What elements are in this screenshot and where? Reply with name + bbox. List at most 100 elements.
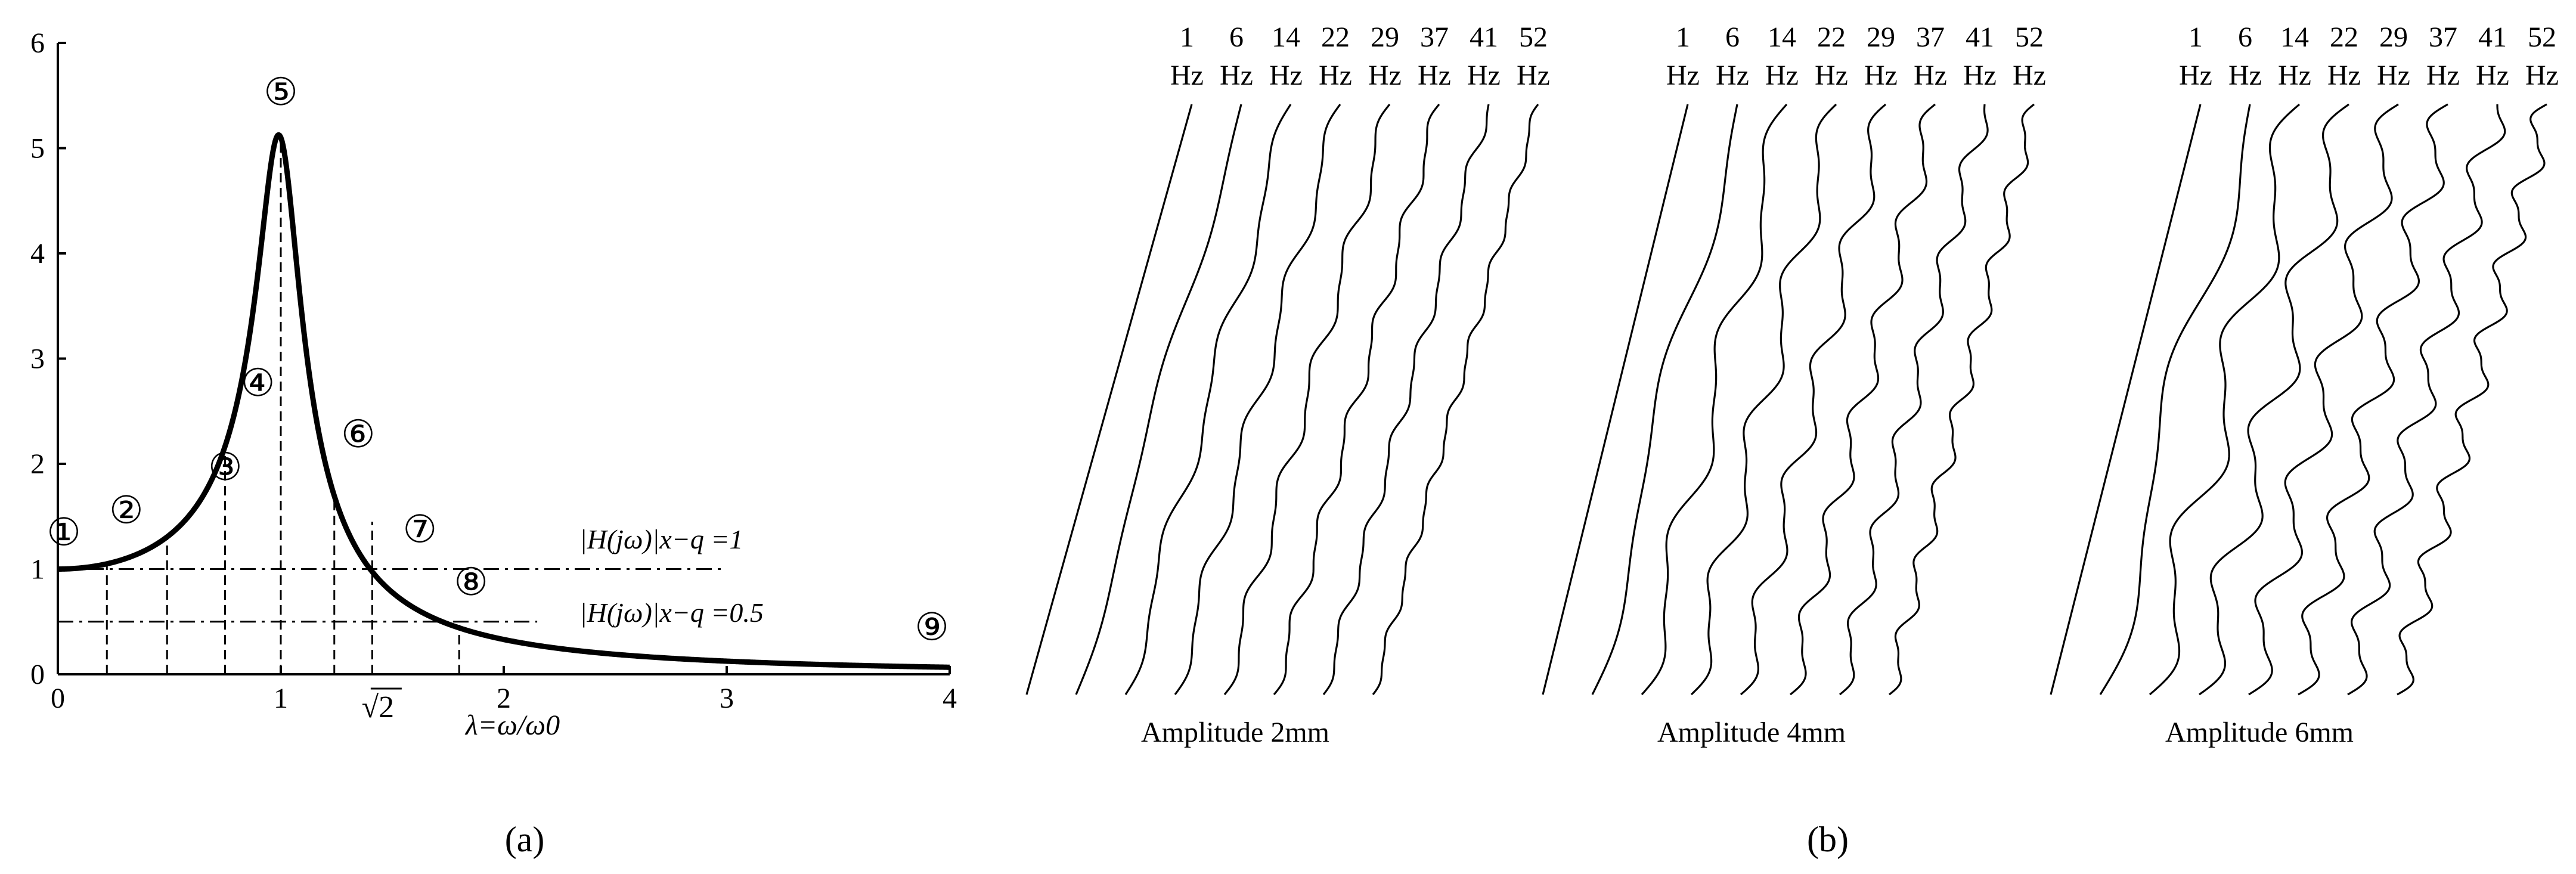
frequency-unit-label: Hz — [1815, 60, 1848, 91]
panel-a-reference-lines — [58, 568, 727, 623]
waveform-trace — [1690, 103, 1837, 696]
marker-label: ⑧ — [454, 561, 488, 603]
y-tick-label: 6 — [30, 27, 45, 59]
waveform-group-amplitude-4mm: 1Hz6Hz14Hz22Hz29Hz37Hz41Hz52HzAmplitude … — [1542, 21, 2046, 748]
frequency-unit-label: Hz — [2525, 60, 2559, 91]
sqrt2-tick-label: √2 — [362, 690, 395, 724]
frequency-value-label: 41 — [1966, 21, 1994, 53]
frequency-unit-label: Hz — [2476, 60, 2509, 91]
frequency-unit-label: Hz — [2327, 60, 2361, 91]
frequency-unit-label: Hz — [1220, 60, 1253, 91]
waveform-trace — [1542, 104, 1689, 695]
waveform-trace — [2248, 103, 2399, 696]
x-tick-label: 1 — [274, 683, 288, 714]
waveform-trace — [1322, 104, 1490, 695]
x-tick-label: 0 — [51, 683, 65, 714]
frequency-value-label: 1 — [1676, 21, 1690, 53]
amplitude-response-curve — [56, 132, 951, 670]
frequency-unit-label: Hz — [1170, 60, 1204, 91]
panel-a-frequency-response: 0 1 2 3 4 5 6 0 1 2 3 4 √2 ①② ③ ④ ⑤ ⑥ ⑦⑧ ⑨ |H(jω)|x−q =1 |… — [30, 27, 957, 859]
reference-label-0-5: |H(jω)|x−q =0.5 — [579, 597, 764, 628]
frequency-value-label: 37 — [1420, 21, 1449, 53]
panel-a-label: (a) — [505, 820, 545, 859]
frequency-value-label: 14 — [1768, 21, 1796, 53]
frequency-unit-label: Hz — [1914, 60, 1947, 91]
x-tick-label: 2 — [497, 683, 511, 714]
reference-label-1: |H(jω)|x−q =1 — [579, 524, 743, 554]
marker-label: ① — [47, 512, 80, 554]
waveform-trace — [2397, 103, 2547, 696]
waveform-trace — [1789, 103, 1936, 696]
marker-label: ③ — [208, 446, 242, 488]
frequency-value-label: 52 — [2528, 21, 2556, 53]
waveform-trace — [1372, 104, 1539, 695]
frequency-unit-label: Hz — [1666, 60, 1700, 91]
y-tick-label: 3 — [30, 343, 45, 375]
amplitude-group-label: Amplitude 2mm — [1141, 717, 1329, 748]
waveform-trace — [2298, 103, 2448, 696]
x-tick-label: 3 — [720, 683, 734, 714]
waveform-trace — [1740, 103, 1887, 696]
marker-label: ⑨ — [915, 606, 948, 649]
marker-label: ⑤ — [264, 71, 297, 113]
frequency-value-label: 14 — [2280, 21, 2309, 53]
frequency-unit-label: Hz — [1368, 60, 1402, 91]
frequency-value-label: 22 — [1321, 21, 1350, 53]
frequency-value-label: 22 — [1817, 21, 1846, 53]
x-tick-label: 4 — [943, 683, 957, 714]
x-axis-label: λ=ω/ω0 — [464, 709, 560, 741]
panel-a-tick-labels: 0 1 2 3 4 5 6 0 1 2 3 4 √2 — [30, 27, 957, 724]
waveform-trace — [2050, 104, 2202, 695]
frequency-unit-label: Hz — [1765, 60, 1799, 91]
frequency-value-label: 1 — [2188, 21, 2203, 53]
waveform-trace — [1025, 104, 1193, 695]
frequency-unit-label: Hz — [1418, 60, 1451, 91]
waveform-trace — [1591, 104, 1738, 695]
y-tick-label: 1 — [30, 554, 45, 585]
frequency-value-label: 29 — [1371, 21, 1399, 53]
waveform-trace — [1124, 104, 1292, 695]
waveform-trace — [2149, 103, 2301, 696]
frequency-value-label: 52 — [2015, 21, 2044, 53]
waveform-trace — [2199, 103, 2349, 696]
frequency-value-label: 41 — [1470, 21, 1498, 53]
frequency-value-label: 29 — [1867, 21, 1895, 53]
frequency-value-label: 37 — [2429, 21, 2457, 53]
frequency-value-label: 6 — [1725, 21, 1740, 53]
frequency-value-label: 41 — [2478, 21, 2507, 53]
marker-label: ⑦ — [403, 509, 437, 551]
frequency-value-label: 29 — [2379, 21, 2408, 53]
waveform-trace — [2099, 104, 2251, 695]
frequency-value-label: 14 — [1272, 21, 1300, 53]
frequency-unit-label: Hz — [1864, 60, 1898, 91]
waveform-trace — [1223, 103, 1391, 696]
waveform-trace — [1889, 103, 2035, 696]
frequency-value-label: 37 — [1916, 21, 1945, 53]
frequency-unit-label: Hz — [1963, 60, 1997, 91]
frequency-value-label: 22 — [2330, 21, 2358, 53]
y-tick-label: 0 — [30, 659, 45, 690]
y-tick-label: 5 — [30, 133, 45, 165]
y-tick-label: 2 — [30, 448, 45, 480]
frequency-unit-label: Hz — [2179, 60, 2212, 91]
frequency-value-label: 6 — [2238, 21, 2252, 53]
frequency-value-label: 52 — [1519, 21, 1548, 53]
frequency-unit-label: Hz — [2013, 60, 2046, 91]
waveform-group-amplitude-2mm: 1Hz6Hz14Hz22Hz29Hz37Hz41Hz52HzAmplitude … — [1025, 21, 1550, 748]
marker-label: ② — [109, 489, 143, 531]
waveform-trace — [1273, 103, 1440, 696]
frequency-unit-label: Hz — [2426, 60, 2460, 91]
panel-b-label: (b) — [1807, 820, 1849, 859]
waveform-trace — [2347, 104, 2506, 696]
marker-label: ④ — [241, 362, 275, 404]
waveform-trace — [1174, 104, 1341, 695]
frequency-unit-label: Hz — [1517, 60, 1550, 91]
panel-a-markers: ①② ③ ④ ⑤ ⑥ ⑦⑧ ⑨ — [47, 71, 948, 649]
frequency-unit-label: Hz — [1319, 60, 1352, 91]
marker-label: ⑥ — [341, 413, 375, 455]
frequency-unit-label: Hz — [2228, 60, 2262, 91]
amplitude-group-label: Amplitude 4mm — [1657, 717, 1846, 748]
y-tick-label: 4 — [30, 238, 45, 269]
panel-a-axes — [57, 43, 950, 675]
